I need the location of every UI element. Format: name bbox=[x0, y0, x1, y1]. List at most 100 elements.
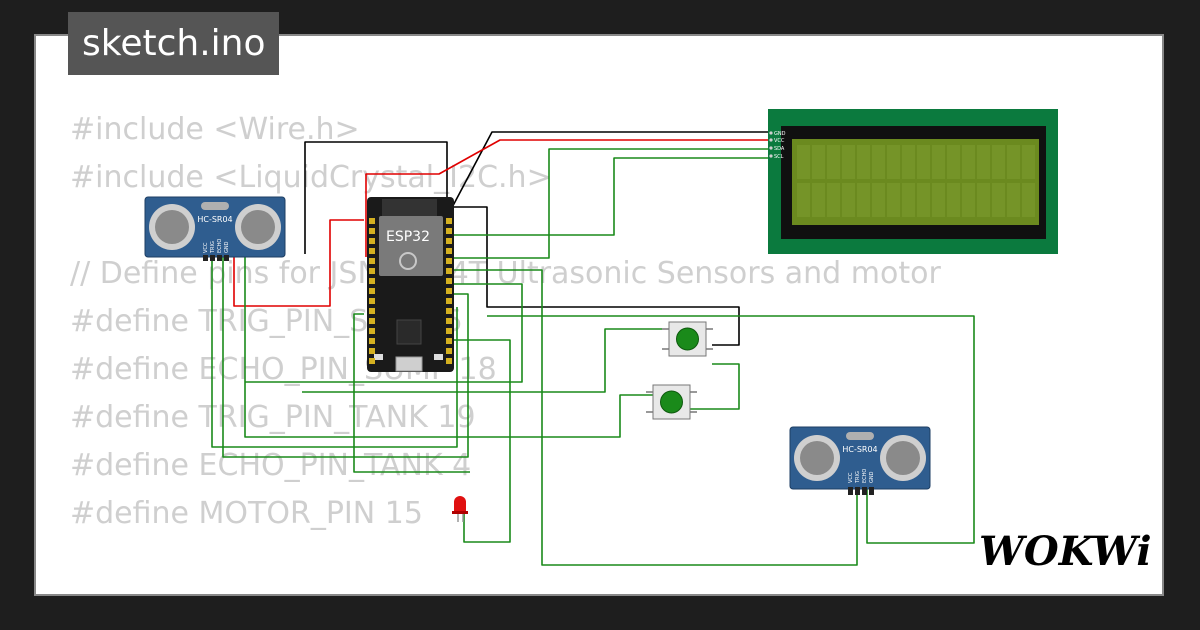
wire-signal bbox=[244, 254, 655, 438]
esp32-pin[interactable] bbox=[446, 298, 452, 304]
lcd-pin[interactable] bbox=[769, 138, 773, 142]
esp32-pin[interactable] bbox=[369, 358, 375, 364]
usb-port[interactable] bbox=[395, 356, 423, 372]
esp32-label: ESP32 bbox=[386, 229, 430, 245]
wire-gnd bbox=[454, 206, 740, 346]
esp32-pin[interactable] bbox=[446, 348, 452, 354]
lcd-char-cell bbox=[917, 183, 930, 217]
esp32-antenna bbox=[382, 199, 437, 217]
lcd-char-cell bbox=[992, 183, 1005, 217]
lcd-pin[interactable] bbox=[769, 154, 773, 158]
led-lens bbox=[454, 496, 466, 512]
lcd-pin[interactable] bbox=[769, 146, 773, 150]
lcd-pin[interactable] bbox=[769, 131, 773, 135]
esp32-pin[interactable] bbox=[369, 308, 375, 314]
lcd-char-cell bbox=[932, 145, 945, 179]
push-button-1[interactable] bbox=[662, 321, 713, 357]
lcd-char-cell bbox=[1007, 145, 1020, 179]
push-button-2[interactable] bbox=[646, 384, 697, 420]
sensor-pin[interactable] bbox=[855, 487, 860, 495]
sensor-pin[interactable] bbox=[862, 487, 867, 495]
lcd-char-cell bbox=[797, 145, 810, 179]
esp32-pin[interactable] bbox=[446, 248, 452, 254]
wire-signal bbox=[353, 313, 470, 473]
sensor-pin[interactable] bbox=[848, 487, 853, 495]
lcd-char-cell bbox=[977, 183, 990, 217]
sensor-pin-label: GND bbox=[224, 241, 230, 253]
lcd-char-grid bbox=[797, 145, 1035, 217]
esp32-pin[interactable] bbox=[446, 328, 452, 334]
lcd-char-cell bbox=[857, 183, 870, 217]
esp32-pin[interactable] bbox=[369, 328, 375, 334]
esp32-pin[interactable] bbox=[446, 278, 452, 284]
wire-vcc bbox=[365, 139, 770, 257]
lcd-char-cell bbox=[887, 183, 900, 217]
ultrasonic-sensor-1[interactable]: HC-SR04 VCC TRIG ECHO GND bbox=[144, 196, 286, 261]
lcd-char-cell bbox=[812, 183, 825, 217]
wire-signal bbox=[487, 315, 975, 544]
esp32-pin[interactable] bbox=[446, 268, 452, 274]
lcd-char-cell bbox=[842, 145, 855, 179]
sensor-pin[interactable] bbox=[224, 255, 229, 261]
sensor-pin-label: ECHO bbox=[862, 469, 868, 483]
lcd-char-cell bbox=[902, 183, 915, 217]
lcd-display[interactable]: GND VCC SDA SCL bbox=[768, 109, 1058, 254]
sensor-label: HC-SR04 bbox=[842, 445, 877, 454]
sensor-pin[interactable] bbox=[869, 487, 874, 495]
wire-signal bbox=[454, 269, 858, 566]
esp32-pin[interactable] bbox=[369, 288, 375, 294]
esp32-pin[interactable] bbox=[446, 358, 452, 364]
esp32-pin[interactable] bbox=[446, 318, 452, 324]
lcd-pin-label: SDA bbox=[774, 146, 785, 152]
esp32-pin[interactable] bbox=[446, 288, 452, 294]
esp32-pin[interactable] bbox=[369, 278, 375, 284]
lcd-char-cell bbox=[962, 145, 975, 179]
sensor-pin[interactable] bbox=[210, 255, 215, 261]
lcd-char-cell bbox=[917, 145, 930, 179]
lcd-char-cell bbox=[857, 145, 870, 179]
sensor-pin[interactable] bbox=[203, 255, 208, 261]
esp32-module bbox=[379, 216, 443, 276]
esp32-pin[interactable] bbox=[369, 318, 375, 324]
esp32-board[interactable]: ESP32 bbox=[367, 197, 454, 372]
esp32-pin[interactable] bbox=[446, 228, 452, 234]
led-rim bbox=[452, 511, 468, 514]
esp32-pin[interactable] bbox=[446, 338, 452, 344]
esp32-pin[interactable] bbox=[369, 248, 375, 254]
esp32-chip bbox=[396, 319, 422, 345]
esp32-pin[interactable] bbox=[446, 258, 452, 264]
wire-gnd bbox=[446, 131, 770, 218]
boot-button[interactable] bbox=[374, 354, 383, 360]
wire-signal bbox=[222, 254, 469, 458]
esp32-pin[interactable] bbox=[369, 218, 375, 224]
esp32-pin[interactable] bbox=[446, 308, 452, 314]
red-led[interactable] bbox=[452, 496, 468, 522]
ultrasonic-sensor-2[interactable]: HC-SR04 VCC TRIG ECHO GND bbox=[789, 426, 931, 495]
button-cap[interactable] bbox=[660, 390, 683, 414]
lcd-char-cell bbox=[902, 145, 915, 179]
esp32-pin[interactable] bbox=[369, 268, 375, 274]
lcd-char-cell bbox=[812, 145, 825, 179]
button-cap[interactable] bbox=[676, 327, 699, 351]
file-tab[interactable]: sketch.ino bbox=[68, 12, 280, 75]
wire-signal bbox=[454, 157, 770, 236]
wire-gnd bbox=[304, 141, 448, 254]
esp32-pin-header-right bbox=[446, 218, 452, 364]
esp32-pin[interactable] bbox=[369, 228, 375, 234]
esp32-pin[interactable] bbox=[446, 238, 452, 244]
sensor-label: HC-SR04 bbox=[197, 215, 232, 224]
esp32-pin[interactable] bbox=[369, 338, 375, 344]
sensor-transducer bbox=[800, 441, 834, 475]
esp32-pin[interactable] bbox=[369, 258, 375, 264]
esp32-pin[interactable] bbox=[369, 238, 375, 244]
esp32-pin[interactable] bbox=[369, 348, 375, 354]
wire-vcc bbox=[233, 219, 364, 307]
wokwi-logo: WOKWi bbox=[979, 528, 1152, 575]
wire-signal bbox=[245, 283, 523, 383]
code-line: #define TRIG_PIN_TANK 19 bbox=[70, 400, 476, 435]
esp32-pin[interactable] bbox=[369, 298, 375, 304]
esp32-pin[interactable] bbox=[446, 218, 452, 224]
reset-button[interactable] bbox=[434, 354, 443, 360]
sensor-pin-label: VCC bbox=[203, 242, 209, 253]
sensor-pin[interactable] bbox=[217, 255, 222, 261]
